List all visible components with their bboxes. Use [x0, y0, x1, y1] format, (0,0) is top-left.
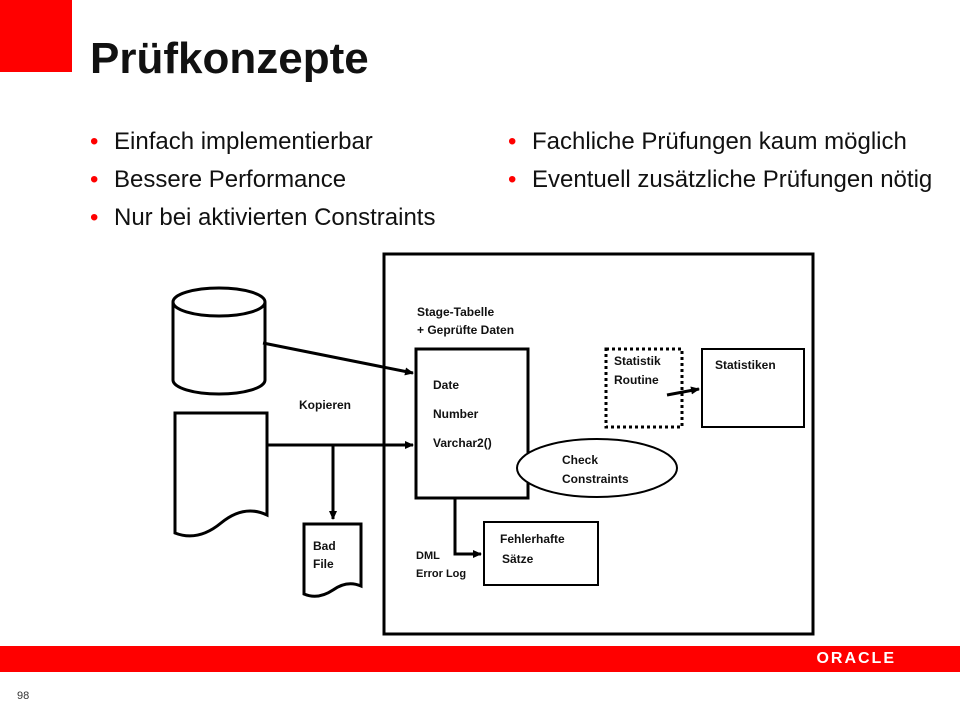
bullet-list-left: Einfach implementierbar Bessere Performa…: [90, 128, 490, 242]
bad-file-label-line2: File: [313, 557, 334, 571]
oracle-logo: ORACLE: [816, 650, 896, 667]
stage-table: [414, 347, 530, 500]
bullet-item: Fachliche Prüfungen kaum möglich: [508, 128, 953, 156]
arrow-to-statistiken: [666, 386, 700, 397]
bullet-item: Bessere Performance: [90, 166, 490, 194]
check-constraints-ellipse: [516, 438, 678, 498]
bullet-list-right: Fachliche Prüfungen kaum möglich Eventue…: [508, 128, 953, 204]
faulty-label-line2: Sätze: [502, 552, 534, 566]
bullet-item: Nur bei aktivierten Constraints: [90, 204, 490, 232]
accent-block: [0, 0, 72, 72]
bad-file-icon: [302, 522, 363, 598]
check-label-line1: Check: [562, 453, 598, 467]
statistiken-box: [701, 348, 805, 428]
check-label-line2: Constraints: [562, 472, 629, 486]
stat-routine-line2: Routine: [614, 373, 659, 387]
source-database-icon: [171, 286, 267, 396]
arrow-to-error-log: [453, 498, 482, 558]
fehlerhafte-saetze-box: [483, 521, 599, 586]
column-number: Number: [433, 407, 479, 421]
statistik-routine-box: [604, 347, 684, 429]
slide-title: Prüfkonzepte: [90, 34, 369, 83]
stage-label-line1: Stage-Tabelle: [417, 305, 494, 319]
bad-file-label-line1: Bad: [313, 539, 336, 553]
dml-label-line1: DML: [416, 550, 440, 562]
dml-label-line2: Error Log: [416, 568, 466, 580]
page-number: 98: [17, 690, 30, 702]
column-date: Date: [433, 378, 459, 392]
source-file-icon: [173, 411, 269, 538]
footer-bar: ORACLE: [0, 646, 960, 672]
copy-label: Kopieren: [299, 398, 351, 412]
bullet-item: Einfach implementierbar: [90, 128, 490, 156]
bullet-item: Eventuell zusätzliche Prüfungen nötig: [508, 166, 953, 194]
faulty-label-line1: Fehlerhafte: [500, 532, 565, 546]
column-varchar: Varchar2(): [433, 436, 492, 450]
stat-routine-line1: Statistik: [614, 354, 661, 368]
stage-label-line2: + Geprüfte Daten: [417, 323, 514, 337]
statistiken-label: Statistiken: [715, 358, 776, 372]
arrow-db-to-stage: [262, 341, 414, 376]
